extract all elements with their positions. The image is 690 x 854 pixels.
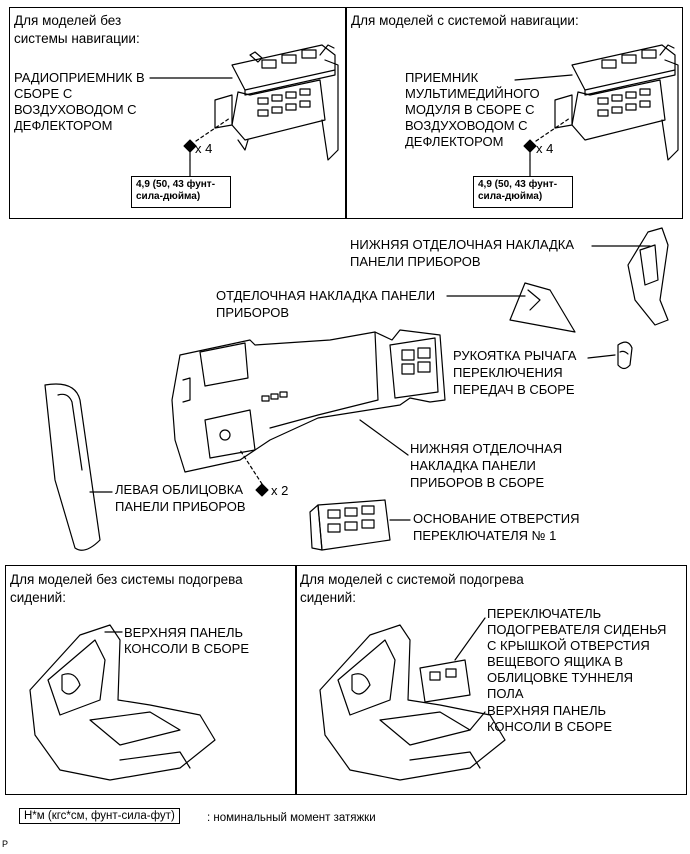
left-cover-label-2: ПАНЕЛИ ПРИБОРОВ [115,499,246,514]
switch-base-label-1: ОСНОВАНИЕ ОТВЕРСТИЯ [413,511,580,526]
nav-label-2: МУЛЬТИМЕДИЙНОГО [405,86,540,101]
lower-trim-assembly-illustration [171,329,446,473]
shift-knob-label-2: ПЕРЕКЛЮЧЕНИЯ [453,365,563,380]
nav-screw-qty: x 4 [536,141,554,156]
panel-nav-title: Для моделей с системой навигации: [351,13,579,28]
panel-no-nav-title-1: Для моделей без [14,13,122,28]
radio-label-1: РАДИОПРИЕМНИК В [14,70,145,85]
trim-panel-illustration [509,282,576,333]
radio-label-2: СБОРЕ С [14,86,73,101]
radio-label-3: ВОЗДУХОВОДОМ С [14,102,137,117]
nav-torque-line-2: сила-дюйма) [478,191,543,202]
lower-trim-panel-illustration [627,227,669,326]
nav-label-3: МОДУЛЯ В СБОРЕ С [405,102,535,117]
seat-heater-switch-illustration [419,659,471,703]
panel-no-heat-title-1: Для моделей без системы подогрева [10,572,243,587]
heat-switch-label-1: ПЕРЕКЛЮЧАТЕЛЬ [487,606,602,621]
heat-switch-label-5: ОБЛИЦОВКЕ ТУННЕЛЯ [487,670,634,685]
heat-console-label-1: ВЕРХНЯЯ ПАНЕЛЬ [487,703,607,718]
panel-screw-icon [255,483,269,497]
radio-label-4: ДЕФЛЕКТОРОМ [14,118,113,133]
panel-navigation [345,7,683,219]
lower-trim-assy-label-2: НАКЛАДКА ПАНЕЛИ [410,458,536,473]
shift-knob-illustration [617,341,633,370]
radio-torque-spec: 4,9 (50, 43 фунт- сила-дюйма) [131,176,231,208]
heated-console-panel-illustration [319,624,506,781]
panel-no-seat-heat [5,565,297,795]
lower-trim-panel-label-1: НИЖНЯЯ ОТДЕЛОЧНАЯ НАКЛАДКА [350,237,575,252]
torque-legend-description: : номинальный момент затяжки [207,812,376,824]
heat-switch-label-6: ПОЛА [487,686,524,701]
left-cover-label-1: ЛЕВАЯ ОБЛИЦОВКА [115,482,243,497]
console-panel-illustration [29,624,216,781]
nav-label-4: ВОЗДУХОВОДОМ С [405,118,528,133]
panel-heat-title-1: Для моделей с системой подогрева [300,572,524,587]
panel-no-nav-title-2: системы навигации: [14,31,140,46]
nav-torque-line-1: 4,9 (50, 43 фунт- [478,179,558,190]
radio-torque-line-1: 4,9 (50, 43 фунт- [136,179,216,190]
switch-base-illustration [309,499,391,551]
console-label-2: КОНСОЛИ В СБОРЕ [124,641,249,656]
nav-label-5: ДЕФЛЕКТОРОМ [405,134,504,149]
left-cover-illustration [44,383,101,551]
footer-mark: P [2,839,9,849]
heat-switch-label-4: ВЕЩЕВОГО ЯЩИКА В [487,654,624,669]
radio-torque-line-2: сила-дюйма) [136,191,201,202]
panel-no-navigation [9,7,347,219]
heat-switch-label-3: С КРЫШКОЙ ОТВЕРСТИЯ [487,638,650,653]
radio-screw-icon [183,139,197,161]
panel-no-heat-title-2: сидений: [10,590,66,605]
trim-panel-label-2: ПРИБОРОВ [216,305,290,320]
nav-label-1: ПРИЕМНИК [405,70,479,85]
heat-console-label-2: КОНСОЛИ В СБОРЕ [487,719,612,734]
trim-panel-label-1: ОТДЕЛОЧНАЯ НАКЛАДКА ПАНЕЛИ [216,288,436,303]
middle-screw-qty: x 2 [271,483,289,498]
lower-trim-assy-label-3: ПРИБОРОВ В СБОРЕ [410,475,545,490]
panel-seat-heat [295,565,687,795]
radio-assembly-illustration [214,44,339,161]
switch-base-label-2: ПЕРЕКЛЮЧАТЕЛЯ № 1 [413,528,557,543]
shift-knob-label-1: РУКОЯТКА РЫЧАГА [453,348,577,363]
lower-trim-assy-label-1: НИЖНЯЯ ОТДЕЛОЧНАЯ [410,441,563,456]
lower-trim-panel-label-2: ПАНЕЛИ ПРИБОРОВ [350,254,481,269]
console-label-1: ВЕРХНЯЯ ПАНЕЛЬ [124,625,244,640]
radio-screw-qty: x 4 [195,141,213,156]
nav-torque-spec: 4,9 (50, 43 фунт- сила-дюйма) [473,176,573,208]
multimedia-module-illustration [554,44,679,161]
torque-unit-legend: Н*м (кгс*см, фунт-сила-фут) [19,808,180,824]
heat-switch-label-2: ПОДОГРЕВАТЕЛЯ СИДЕНЬЯ [487,622,667,637]
shift-knob-label-3: ПЕРЕДАЧ В СБОРЕ [453,382,575,397]
panel-heat-title-2: сидений: [300,590,356,605]
module-screw-icon [523,139,537,161]
